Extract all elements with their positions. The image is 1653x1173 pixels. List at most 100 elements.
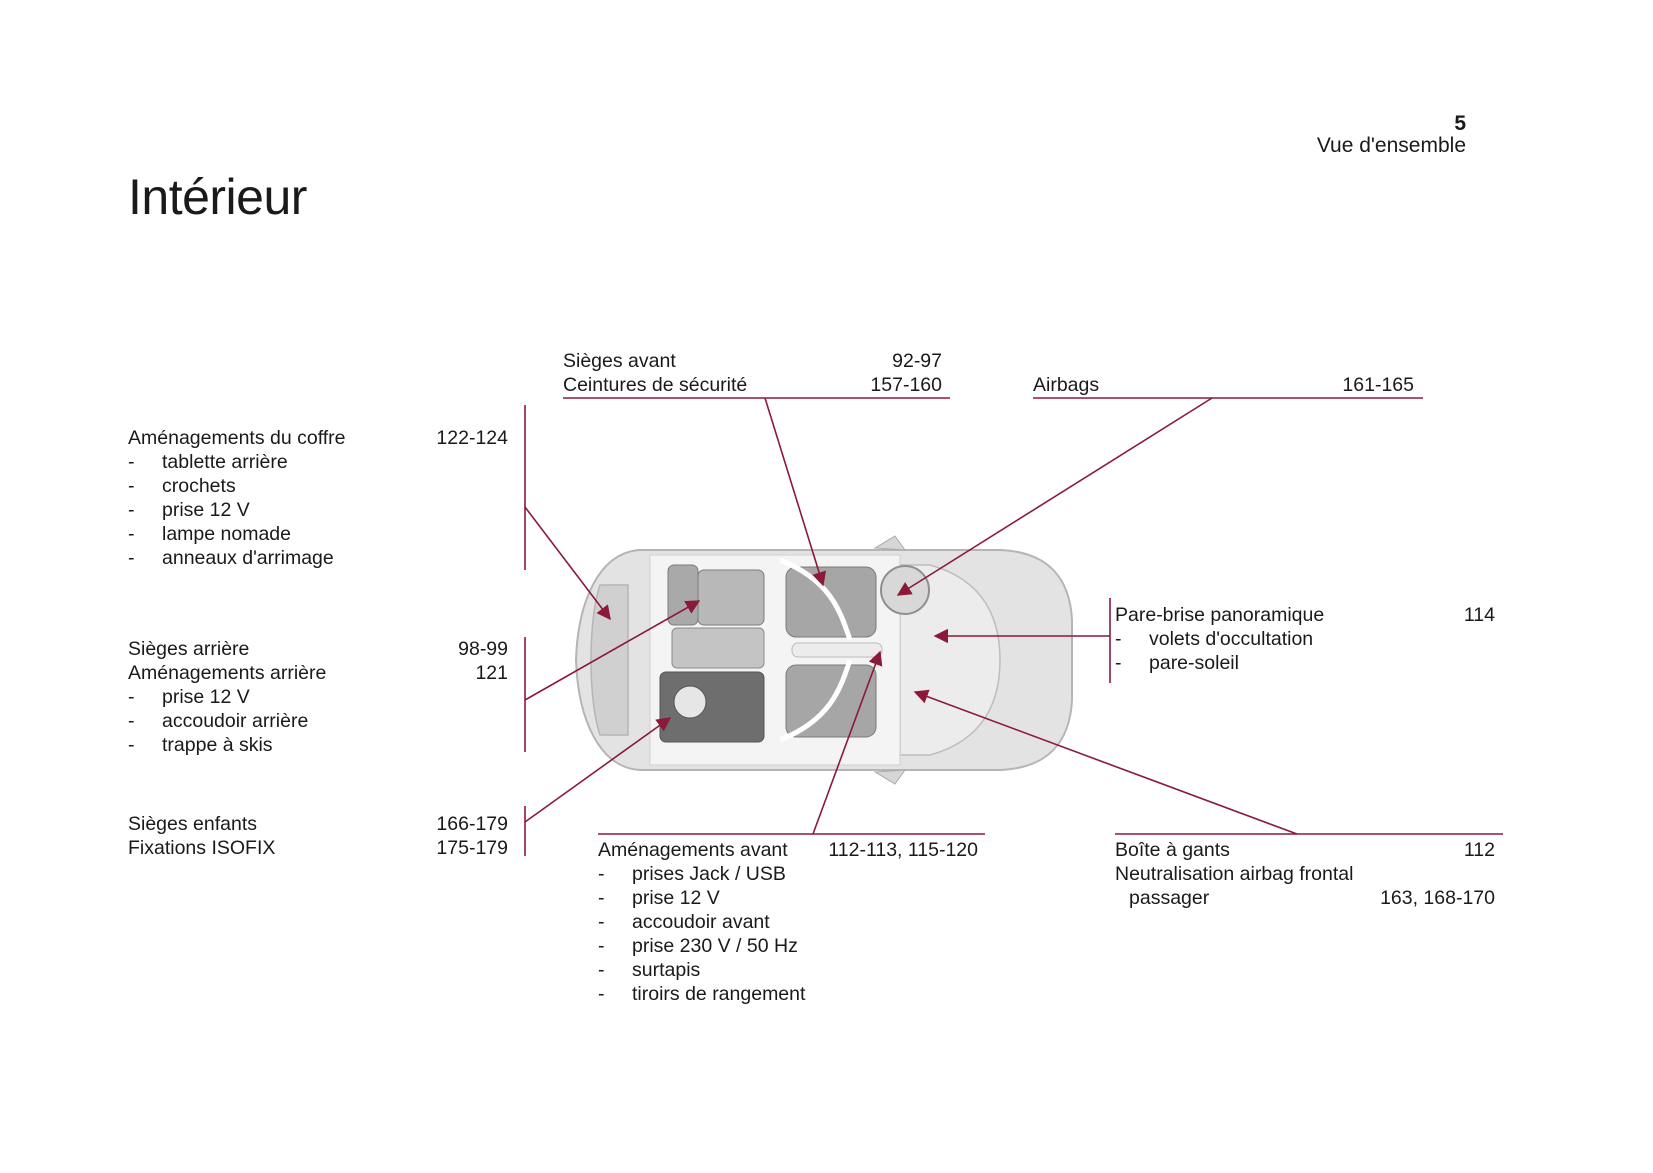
- callout-subitem: - prise 12 V: [598, 886, 978, 910]
- callout-label: anneaux d'arrimage: [162, 547, 334, 569]
- callout-row: Neutralisation airbag frontal: [1115, 862, 1495, 886]
- callout-label: surtapis: [632, 959, 701, 981]
- bullet-dash: -: [598, 911, 605, 933]
- leader-arriere: [524, 600, 701, 701]
- bullet-dash: -: [128, 499, 135, 521]
- page-number: 5: [1454, 112, 1466, 135]
- mirror-left: [873, 535, 907, 551]
- callout-label: Aménagements du coffre: [128, 427, 346, 449]
- bullet-dash: -: [128, 475, 135, 497]
- callout-row: Ceintures de sécurité 157-160: [563, 373, 942, 397]
- callout-label: prise 12 V: [162, 686, 250, 708]
- callout-avant: Aménagements avant 112-113, 115-120 - pris…: [598, 838, 978, 1006]
- callout-subitem: - trappe à skis: [128, 733, 508, 757]
- callout-label: Sièges arrière: [128, 638, 250, 660]
- leader-lines: [524, 397, 1503, 856]
- callout-label: trappe à skis: [162, 734, 273, 756]
- callout-label: accoudoir avant: [632, 911, 770, 933]
- callout-subitem: - prise 230 V / 50 Hz: [598, 934, 978, 958]
- bullet-dash: -: [1115, 652, 1122, 674]
- child-seat-figure: [673, 685, 707, 719]
- callout-subitem: - pare-soleil: [1115, 651, 1495, 675]
- callout-subitem: - tablette arrière: [128, 450, 508, 474]
- callout-label: prise 12 V: [632, 887, 720, 909]
- callout-label: Aménagements avant: [598, 839, 788, 861]
- callout-label: tiroirs de rangement: [632, 983, 806, 1005]
- bullet-dash: -: [598, 983, 605, 1005]
- callout-label: prise 12 V: [162, 499, 250, 521]
- callout-label: Sièges enfants: [128, 813, 258, 835]
- leader-coffre: [524, 506, 611, 621]
- seat-belt-left: [779, 557, 853, 641]
- bullet-dash: -: [598, 887, 605, 909]
- callout-pages: 121: [475, 662, 508, 684]
- callout-subitem: - lampe nomade: [128, 522, 508, 546]
- callout-subitem: - anneaux d'arrimage: [128, 546, 508, 570]
- mirror-right: [873, 769, 907, 785]
- callout-pages: 114: [1463, 604, 1495, 626]
- callout-pages: 166-179: [436, 813, 508, 835]
- bullet-dash: -: [128, 686, 135, 708]
- bullet-dash: -: [128, 734, 135, 756]
- callout-label: Ceintures de sécurité: [563, 374, 748, 396]
- callout-label: lampe nomade: [162, 523, 291, 545]
- car-rear-window: [590, 584, 629, 736]
- callout-label: accoudoir arrière: [162, 710, 309, 732]
- leader-enfants: [524, 717, 672, 823]
- callout-row: Fixations ISOFIX 175-179: [128, 836, 508, 860]
- callout-pages: 122-124: [436, 427, 508, 449]
- windshield: [899, 564, 1001, 756]
- bullet-dash: -: [128, 523, 135, 545]
- callout-label: tablette arrière: [162, 451, 288, 473]
- callout-subitem: - tiroirs de rangement: [598, 982, 978, 1006]
- bullet-dash: -: [598, 935, 605, 957]
- callout-pages: 112-113, 115-120: [828, 839, 978, 861]
- seat-belt-right: [779, 659, 853, 743]
- callout-label: prises Jack / USB: [632, 863, 786, 885]
- page-title: Intérieur: [128, 169, 307, 225]
- callout-label: volets d'occultation: [1149, 628, 1314, 650]
- callout-subitem: - prise 12 V: [128, 498, 508, 522]
- center-console: [791, 642, 883, 658]
- callout-subitem: - crochets: [128, 474, 508, 498]
- callout-label: pare-soleil: [1149, 652, 1239, 674]
- bullet-dash: -: [128, 710, 135, 732]
- bullet-dash: -: [128, 451, 135, 473]
- callout-row: Aménagements arrière 121: [128, 661, 508, 685]
- callout-pages: 157-160: [870, 374, 942, 396]
- callout-label: Airbags: [1033, 374, 1100, 396]
- callout-label: Fixations ISOFIX: [128, 837, 276, 859]
- callout-airbags: Airbags 161-165: [1033, 373, 1414, 397]
- bullet-dash: -: [1115, 628, 1122, 650]
- callout-label: Neutralisation airbag frontal: [1115, 863, 1354, 885]
- rear-seat-middle: [671, 627, 765, 669]
- callout-label: prise 230 V / 50 Hz: [632, 935, 798, 957]
- bullet-dash: -: [598, 863, 605, 885]
- leader-avant: [812, 650, 883, 835]
- callout-pages: 163, 168-170: [1380, 887, 1495, 909]
- callout-subitem: - accoudoir arrière: [128, 709, 508, 733]
- section-title: Vue d'ensemble: [1316, 134, 1466, 157]
- callout-label: crochets: [162, 475, 236, 497]
- callout-subitem: - volets d'occultation: [1115, 627, 1495, 651]
- callout-subitem: - accoudoir avant: [598, 910, 978, 934]
- bullet-dash: -: [128, 547, 135, 569]
- rear-seat-left: [697, 569, 765, 626]
- callout-subitem: - surtapis: [598, 958, 978, 982]
- leader-boite: [913, 689, 1298, 835]
- callout-pages: 161-165: [1342, 374, 1414, 396]
- callout-row: Aménagements du coffre 122-124: [128, 426, 508, 450]
- callout-label: Aménagements arrière: [128, 662, 327, 684]
- bullet-dash: -: [598, 959, 605, 981]
- callout-pages: 175-179: [436, 837, 508, 859]
- callout-label: Sièges avant: [563, 350, 676, 372]
- callout-label: Boîte à gants: [1115, 839, 1230, 861]
